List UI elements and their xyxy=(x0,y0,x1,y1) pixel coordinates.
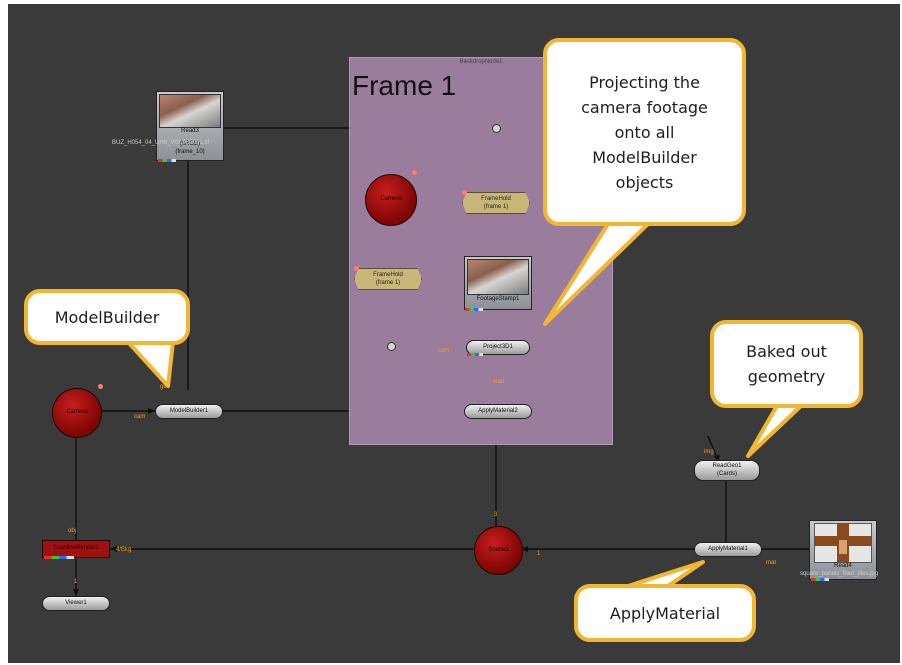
edge-label-scene-in: 1 xyxy=(537,551,541,557)
applymaterial-frame-node[interactable]: ApplyMaterial2 xyxy=(464,404,532,419)
camera-node-top-label: Camera xyxy=(380,196,402,202)
read-right-node[interactable]: Read4 xyxy=(809,520,877,580)
callout-projecting: Projecting the camera footage onto all M… xyxy=(543,38,746,226)
callout-baked-text: Baked out geometry xyxy=(746,342,827,386)
callout-projecting-text: Projecting the camera footage onto all M… xyxy=(581,72,708,192)
edge-label-viewer-in: 1 xyxy=(74,579,78,585)
edge-label-mat-frame: mat xyxy=(494,379,505,385)
backdrop-title: Frame 1 xyxy=(352,70,457,101)
edge-label-bg-scanline: 4/Bkg xyxy=(116,547,132,553)
read-node-filename: BUZ_H054_04_UHd_V01.000001.tif xyxy=(112,140,210,146)
scene-label: Scene1 xyxy=(488,546,509,553)
read-right-label: Read4 xyxy=(834,563,852,569)
backdrop-tag: BackdropNode1 xyxy=(459,59,503,65)
project3d-node[interactable]: Project3D1 xyxy=(466,340,530,355)
scanline-label: ScanlineRender1 xyxy=(52,545,100,551)
footage-thumbnail xyxy=(467,259,529,295)
read-node[interactable]: Read3 (sRGB) (frame_10) xyxy=(156,91,224,161)
read-channel-bar xyxy=(158,159,176,162)
modelbuilder-label: ModelBuilder1 xyxy=(169,408,209,414)
edge-label-mat-right: mat xyxy=(766,560,777,566)
tile-thumbnail xyxy=(814,523,872,563)
camera-node-left-label: Camera xyxy=(66,409,88,416)
edge-label-geo-modelbuilder: geo xyxy=(160,384,171,390)
framehold-top-sub: (frame 1) xyxy=(483,204,509,210)
callout-modelbuilder-text: ModelBuilder xyxy=(54,307,160,327)
edge-label-img-loadbuilder: img xyxy=(704,449,714,455)
edge-label-cam-project: cam xyxy=(438,348,450,354)
framehold-top-label: FrameHold xyxy=(481,196,511,202)
read-node-label: Read3 xyxy=(181,128,199,134)
read-right-channel-bar xyxy=(811,578,829,581)
camera-left-marker xyxy=(98,384,103,389)
callout-applymaterial: ApplyMaterial xyxy=(574,584,756,642)
read-node-colorspace: (sRGB) xyxy=(180,141,200,147)
camera-node-top[interactable]: Camera xyxy=(365,174,417,226)
dot-node-top[interactable] xyxy=(492,124,501,133)
readgeo-label: ReadGeo1 xyxy=(712,463,742,469)
footage-stamp-node[interactable]: FootageStamp1 xyxy=(464,256,532,310)
scanline-channel-bar xyxy=(44,556,74,559)
edge-label-obj-scanline: obj xyxy=(68,528,77,534)
readgeo-node[interactable]: ReadGeo1 (Cards) xyxy=(694,460,760,481)
framehold-node-top[interactable]: FrameHold (frame 1) xyxy=(462,192,530,214)
readgeo-sub: (Cards) xyxy=(716,471,737,477)
footage-channel-bar xyxy=(465,308,483,311)
camera-top-marker xyxy=(412,170,417,175)
read-thumbnail xyxy=(159,94,221,128)
applymaterial-frame-label: ApplyMaterial2 xyxy=(478,408,518,414)
viewer-node[interactable]: Viewer1 xyxy=(42,596,110,611)
framehold-top-marker xyxy=(462,190,467,195)
framehold-left-marker xyxy=(354,266,359,271)
scene-node[interactable]: Scene1 xyxy=(474,526,523,575)
applymaterial-right-label: ApplyMaterial1 xyxy=(708,546,748,552)
read-right-filename: square_panels_floor_tiles.jpg xyxy=(800,571,879,577)
callout-baked: Baked out geometry xyxy=(710,320,863,408)
dot-node-left[interactable] xyxy=(387,342,396,351)
callout-modelbuilder: ModelBuilder xyxy=(24,289,190,345)
framehold-node-left[interactable]: FrameHold (frame 1) xyxy=(354,268,422,290)
scanline-render-node[interactable]: ScanlineRender1 xyxy=(42,540,110,558)
camera-node-left[interactable]: Camera xyxy=(52,388,102,438)
read-node-frame: (frame_10) xyxy=(175,149,205,155)
footage-stamp-label: FootageStamp1 xyxy=(476,296,520,302)
framehold-left-label: FrameHold xyxy=(373,272,403,278)
edge-label-obj-scene: 3 xyxy=(494,512,498,518)
edge-label-cam-left: cam xyxy=(134,414,146,420)
viewer-label: Viewer1 xyxy=(65,600,87,606)
project3d-channel-bar xyxy=(467,353,483,356)
applymaterial-right-node[interactable]: ApplyMaterial1 xyxy=(694,542,762,557)
node-graph-canvas[interactable]: BackdropNode1 Frame 1 Read3 (sRGB) (fram… xyxy=(8,4,900,663)
callout-applymaterial-text: ApplyMaterial xyxy=(609,603,721,623)
framehold-left-sub: (frame 1) xyxy=(375,280,401,286)
project3d-label: Project3D1 xyxy=(483,344,513,350)
modelbuilder-node[interactable]: ModelBuilder1 xyxy=(155,404,223,419)
